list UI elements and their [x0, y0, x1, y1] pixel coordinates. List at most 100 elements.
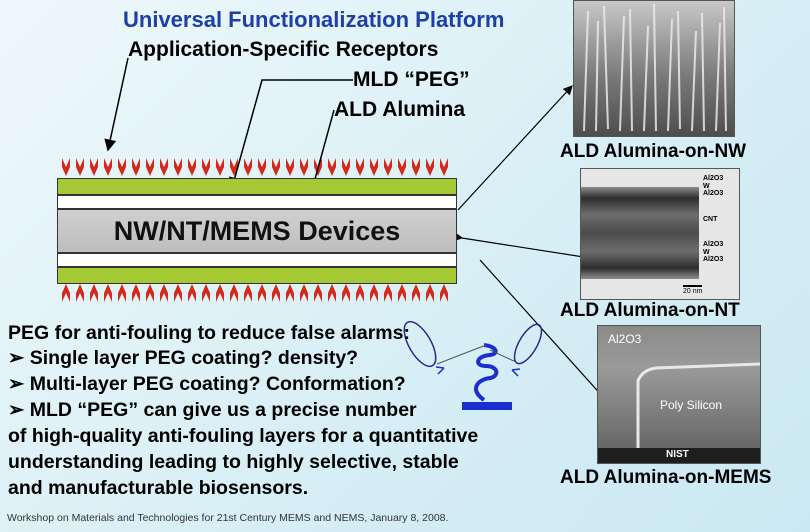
body-line-4: of high-quality anti-fouling layers for …: [8, 425, 479, 447]
platform-title: Universal Functionalization Platform: [123, 7, 505, 32]
nanowire-texture: [583, 3, 727, 132]
receptor-spike: [440, 284, 448, 302]
receptor-spike: [244, 158, 252, 176]
receptor-spikes-top: [62, 158, 448, 176]
mems-nist-label: NIST: [666, 449, 689, 460]
receptor-spike: [328, 158, 336, 176]
receptor-spike: [258, 284, 266, 302]
receptors-arrow: [104, 57, 129, 152]
receptor-spike: [118, 284, 126, 302]
receptor-spike: [384, 284, 392, 302]
cnt-cross-section: [581, 187, 699, 279]
receptor-spike: [272, 284, 280, 302]
receptor-spike: [174, 284, 182, 302]
nt-label: Al2O3: [703, 175, 724, 182]
receptor-spike: [104, 284, 112, 302]
receptor-spike: [90, 284, 98, 302]
nt-micrograph-image: Al2O3 W Al2O3 CNT Al2O3 W Al2O3 20 nm: [580, 168, 740, 300]
receptor-spike: [62, 158, 70, 176]
nt-pointer-line: [452, 231, 591, 259]
receptor-spike: [412, 158, 420, 176]
receptor-spike: [230, 284, 238, 302]
receptor-spike: [146, 158, 154, 176]
receptor-spike: [398, 284, 406, 302]
nw-micrograph-image: [573, 0, 735, 137]
receptor-spike: [188, 158, 196, 176]
receptor-spike: [118, 158, 126, 176]
receptor-spike: [146, 284, 154, 302]
nt-label: Al2O3: [703, 256, 724, 263]
receptor-spike: [300, 284, 308, 302]
device-core: NW/NT/MEMS Devices: [57, 209, 457, 253]
receptor-spike: [370, 284, 378, 302]
receptor-spike: [328, 284, 336, 302]
receptor-spike: [90, 158, 98, 176]
nt-label: Al2O3: [703, 241, 724, 248]
receptor-spike: [188, 284, 196, 302]
receptor-spike: [132, 158, 140, 176]
nt-caption: ALD Alumina-on-NT: [560, 300, 740, 321]
body-line-6: and manufacturable biosensors.: [8, 477, 309, 499]
mems-poly-label: Poly Silicon: [660, 398, 723, 412]
nw-caption: ALD Alumina-on-NW: [560, 141, 747, 162]
receptor-spike: [76, 284, 84, 302]
mems-micrograph-image: Al2O3 Poly Silicon NIST: [597, 325, 761, 464]
receptor-spike: [342, 158, 350, 176]
body-bullet-3: ➢ MLD “PEG” can give us a precise number: [8, 399, 417, 421]
nw-pointer-line: [457, 85, 573, 211]
device-label: NW/NT/MEMS Devices: [113, 215, 401, 246]
body-line-5: understanding leading to highly selectiv…: [8, 451, 459, 473]
nt-label: W: [703, 248, 710, 256]
receptor-spike: [356, 158, 364, 176]
nt-layer-labels: Al2O3 W Al2O3 CNT Al2O3 W Al2O3: [703, 175, 723, 264]
mld-peg-arrow: [229, 79, 353, 190]
nt-label: W: [703, 182, 710, 190]
receptor-spikes-bottom: [62, 284, 448, 302]
receptor-spike: [272, 158, 280, 176]
receptor-spike: [300, 158, 308, 176]
receptor-spike: [216, 158, 224, 176]
body-bullet-1: ➢ Single layer PEG coating? density?: [8, 347, 359, 369]
mems-al2o3-label: Al2O3: [608, 332, 642, 346]
receptor-spike: [76, 158, 84, 176]
receptor-spike: [440, 158, 448, 176]
receptor-spike: [314, 284, 322, 302]
receptor-spike: [160, 284, 168, 302]
receptor-spike: [384, 158, 392, 176]
peg-layer-bottom: [57, 267, 457, 284]
receptor-spike: [104, 158, 112, 176]
receptor-spike: [356, 284, 364, 302]
receptors-label: Application-Specific Receptors: [128, 38, 439, 61]
receptor-spike: [286, 284, 294, 302]
peg-molecule-icon: [403, 320, 543, 410]
receptor-spike: [370, 158, 378, 176]
nt-label: CNT: [703, 215, 718, 223]
receptor-spike: [202, 158, 210, 176]
receptor-spike: [426, 158, 434, 176]
receptor-spike: [398, 158, 406, 176]
nt-scale-bar: 20 nm: [683, 285, 703, 295]
mems-caption: ALD Alumina-on-MEMS: [560, 467, 772, 488]
body-bullet-2: ➢ Multi-layer PEG coating? Conformation?: [8, 373, 406, 395]
ald-alumina-arrow: [308, 109, 335, 192]
receptor-spike: [426, 284, 434, 302]
body-intro: PEG for anti-fouling to reduce false ala…: [8, 322, 410, 344]
mld-peg-label: MLD “PEG”: [353, 68, 470, 91]
ald-alumina-label: ALD Alumina: [334, 98, 466, 121]
receptor-spike: [286, 158, 294, 176]
receptor-spike: [132, 284, 140, 302]
alumina-layer-top: [57, 195, 457, 209]
receptor-spike: [174, 158, 182, 176]
peg-layer-top: [57, 178, 457, 195]
alumina-layer-bottom: [57, 253, 457, 267]
receptor-spike: [160, 158, 168, 176]
receptor-spike: [342, 284, 350, 302]
receptor-spike: [258, 158, 266, 176]
receptor-spike: [216, 284, 224, 302]
receptor-spike: [412, 284, 420, 302]
footer-citation: Workshop on Materials and Technologies f…: [7, 512, 449, 524]
receptor-spike: [244, 284, 252, 302]
receptor-spike: [202, 284, 210, 302]
receptor-spike: [62, 284, 70, 302]
